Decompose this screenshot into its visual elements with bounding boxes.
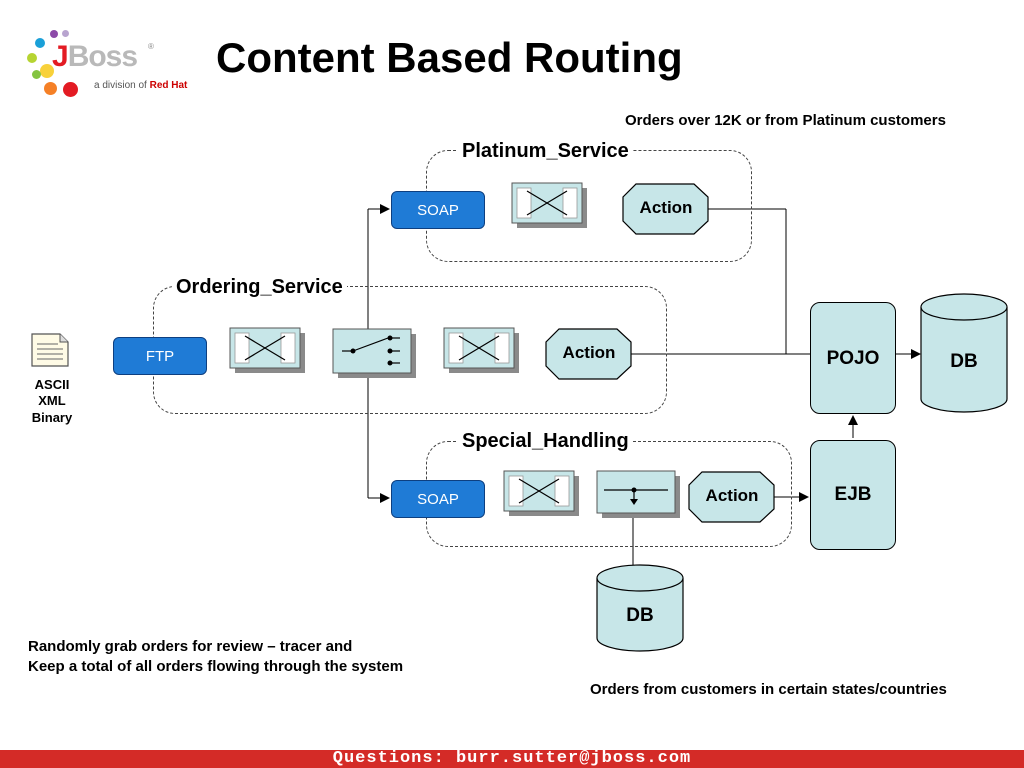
content-router-icon <box>332 328 416 378</box>
wiretap-icon <box>596 470 680 518</box>
ordering-service-label: Ordering_Service <box>172 276 347 299</box>
ejb-node <box>810 440 896 550</box>
logo-dot <box>63 82 78 97</box>
logo-dot <box>32 70 41 79</box>
ordering-transformer-2-icon <box>443 327 519 373</box>
platinum-action-node <box>622 183 709 235</box>
input-format-xml: XML <box>38 393 66 408</box>
ordering-action-node <box>545 328 632 380</box>
special-transformer-icon <box>503 470 579 516</box>
platinum-action-label: Action <box>639 198 693 217</box>
logo-dot <box>50 30 58 38</box>
special-action-node <box>688 471 775 523</box>
input-format-binary: Binary <box>31 410 73 425</box>
ordering-action-label: Action <box>562 343 616 362</box>
jboss-logo <box>0 0 200 110</box>
annotation-platinum-criteria: Orders over 12K or from Platinum custome… <box>625 112 946 129</box>
input-format-ascii: ASCII <box>34 377 70 392</box>
annotation-tracer-line2: Keep a total of all orders flowing throu… <box>28 658 404 675</box>
ejb-label: EJB <box>834 484 872 505</box>
logo-dot <box>40 64 54 78</box>
document-icon <box>31 333 69 367</box>
annotation-tracer-line1: Randomly grab orders for review – tracer… <box>28 638 353 655</box>
logo-registered-mark: ® <box>148 42 154 51</box>
logo-dot <box>44 82 57 95</box>
pojo-node <box>810 302 896 414</box>
special-soap-gateway: SOAP <box>391 480 485 518</box>
special-action-label: Action <box>705 486 759 505</box>
platinum-service-label: Platinum_Service <box>458 140 633 163</box>
pojo-label: POJO <box>826 348 880 369</box>
logo-dot <box>35 38 45 48</box>
slide-title: Content Based Routing <box>216 34 683 81</box>
special-database-icon <box>596 564 684 652</box>
main-database-icon <box>920 293 1008 413</box>
footer-contact: Questions: burr.sutter@jboss.com <box>332 749 692 768</box>
ordering-transformer-icon <box>229 327 305 373</box>
logo-dot <box>27 53 37 63</box>
main-database-label: DB <box>950 351 978 372</box>
ftp-gateway: FTP <box>113 337 207 375</box>
logo-dot <box>62 30 69 37</box>
special-handling-label: Special_Handling <box>458 430 633 453</box>
platinum-transformer-icon <box>511 182 587 228</box>
footer-bar <box>0 750 1024 768</box>
annotation-special-criteria: Orders from customers in certain states/… <box>590 681 947 698</box>
special-database-label: DB <box>626 605 654 626</box>
logo-division: a division of Red Hat <box>94 80 188 91</box>
platinum-soap-gateway: SOAP <box>391 191 485 229</box>
logo-wordmark: JBoss <box>52 40 138 73</box>
